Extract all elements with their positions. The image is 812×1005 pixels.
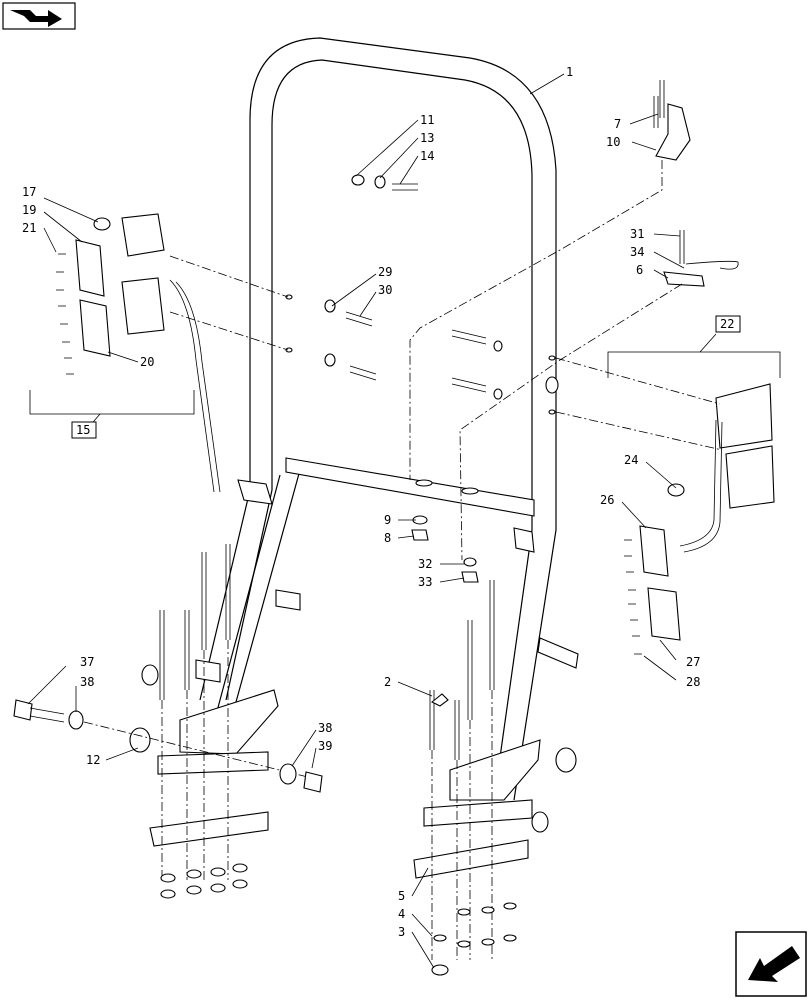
book-arrow-icon[interactable]	[2, 2, 76, 30]
callout-29: 29	[378, 265, 392, 279]
callout-27: 27	[686, 655, 700, 669]
right-lamp-assembly	[555, 315, 781, 655]
callout-4: 4	[398, 907, 405, 921]
callout-22: 22	[720, 317, 734, 331]
callout-37: 37	[80, 655, 94, 669]
back-arrow-icon[interactable]	[735, 931, 807, 997]
callout-31: 31	[630, 227, 644, 241]
callout-28: 28	[686, 675, 700, 689]
side-bolt-assembly	[13, 699, 323, 793]
callout-12: 12	[86, 753, 100, 767]
callout-38-left: 38	[80, 675, 94, 689]
callout-32: 32	[418, 557, 432, 571]
callout-34: 34	[630, 245, 644, 259]
callout-13: 13	[420, 131, 434, 145]
left-lamp-assembly	[29, 213, 289, 493]
callout-15: 15	[76, 423, 90, 437]
callout-8: 8	[384, 531, 391, 545]
leader-lines	[27, 73, 685, 969]
callout-39: 39	[318, 739, 332, 753]
callout-20: 20	[140, 355, 154, 369]
mirror-bracket	[409, 80, 739, 561]
callout-9: 9	[384, 513, 391, 527]
left-mount-bolts	[129, 544, 248, 899]
part-callouts: 1 11 13 14 7 10 17 19 21 20 15 29 30 31 …	[22, 65, 734, 939]
callout-1: 1	[566, 65, 573, 79]
callout-21: 21	[22, 221, 36, 235]
callout-30: 30	[378, 283, 392, 297]
callout-14: 14	[420, 149, 434, 163]
frame-fasteners	[324, 174, 503, 707]
callout-26: 26	[600, 493, 614, 507]
callout-3: 3	[398, 925, 405, 939]
right-mount-bolts	[429, 580, 577, 976]
callout-24: 24	[624, 453, 638, 467]
callout-7: 7	[614, 117, 621, 131]
callout-5: 5	[398, 889, 405, 903]
callout-10: 10	[606, 135, 620, 149]
callout-11: 11	[420, 113, 434, 127]
callout-2: 2	[384, 675, 391, 689]
callout-17: 17	[22, 185, 36, 199]
callout-38-right: 38	[318, 721, 332, 735]
callout-6: 6	[636, 263, 643, 277]
callout-19: 19	[22, 203, 36, 217]
rops-frame	[149, 37, 579, 879]
callout-33: 33	[418, 575, 432, 589]
